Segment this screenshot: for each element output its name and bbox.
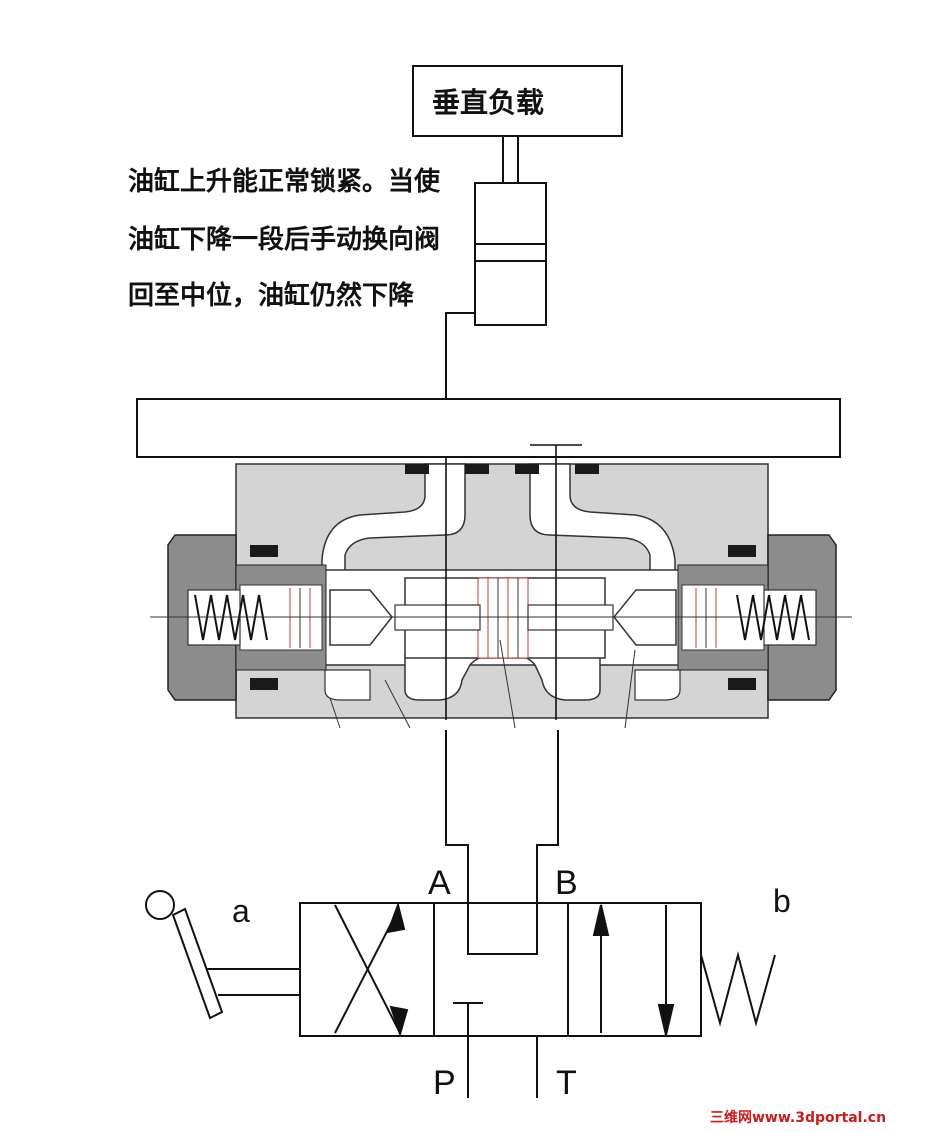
subplate [136,398,841,458]
spring-icon [700,951,776,1027]
note-text: 油缸上升能正常锁紧。当使 油缸下降一段后手动换向阀 回至中位，油缸仍然下降 [128,166,441,311]
valve-spool [289,577,717,659]
hydraulic-cylinder [474,182,547,326]
port-label-t: T [556,1064,577,1102]
seals [250,464,756,690]
manual-lever-icon [145,890,300,1020]
center-position [453,903,538,1036]
connection-lines [445,730,559,903]
side-labels: a b [232,883,791,929]
port-label-a: A [428,864,451,902]
port-label-b: B [555,864,578,902]
load-label: 垂直负载 [432,86,544,119]
side-label-a: a [232,893,250,929]
valve-cross-section [150,463,852,729]
parallel-arrows [592,904,675,1036]
note-line-2: 油缸下降一段后手动换向阀 [128,224,440,255]
watermark: 三维网www.3dportal.cn [710,1109,886,1126]
leader-lines [329,639,636,729]
port-label-p: P [433,1064,456,1102]
vertical-load-box: 垂直负载 [412,65,623,137]
port-labels: A B P T [428,864,578,1102]
directional-valve-symbol [145,890,776,1098]
note-line-1: 油缸上升能正常锁紧。当使 [128,166,441,197]
note-line-3: 回至中位，油缸仍然下降 [128,280,415,311]
passage-lines [445,444,582,720]
side-label-b: b [773,883,791,919]
cross-arrows [334,901,409,1038]
